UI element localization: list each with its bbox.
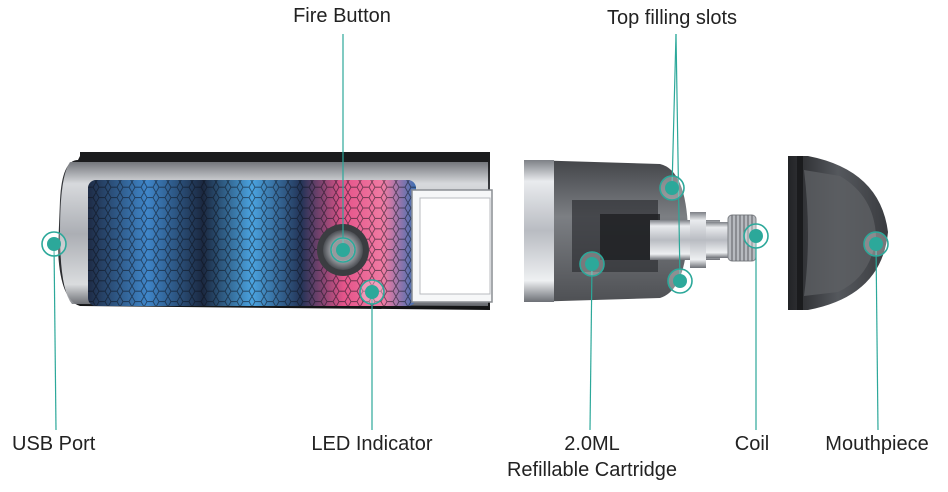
label-led-indicator: LED Indicator — [311, 433, 433, 455]
label-fire-button: Fire Button — [293, 5, 391, 27]
marker-coil — [743, 223, 769, 249]
label-top-filling-slots: Top filling slots — [606, 7, 738, 29]
mouthpiece — [788, 156, 888, 310]
coil — [650, 212, 757, 268]
marker-top-slot-1 — [659, 175, 685, 201]
marker-usb-port — [41, 231, 67, 257]
battery-body — [58, 152, 493, 310]
label-mouthpiece: Mouthpiece — [825, 433, 929, 455]
usb-port-leader — [53, 243, 57, 431]
top-slot-leader-1 — [671, 33, 677, 189]
label-coil: Coil — [734, 433, 770, 455]
markers — [41, 175, 889, 305]
marker-fire-button — [330, 237, 356, 263]
marker-cartridge — [579, 251, 605, 277]
marker-led-indicator — [359, 279, 385, 305]
label-usb-port: USB Port — [12, 433, 96, 455]
label-cartridge-capacity: 2.0ML — [564, 433, 620, 455]
label-cartridge-name: Refillable Cartridge — [506, 459, 678, 481]
leader-lines — [53, 33, 879, 431]
marker-mouthpiece — [863, 231, 889, 257]
mouthpiece-leader — [875, 243, 879, 431]
top-slot-leader-2 — [675, 33, 681, 282]
marker-top-slot-2 — [667, 268, 693, 294]
cartridge-leader — [589, 263, 593, 431]
